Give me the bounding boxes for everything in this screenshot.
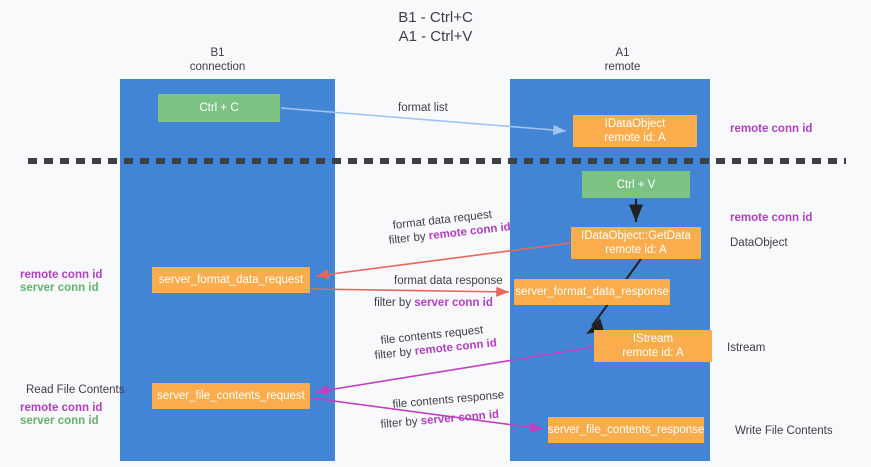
arrow-format-data-response bbox=[310, 286, 510, 297]
node-server-format-data-request[interactable]: server_format_data_request bbox=[152, 267, 310, 293]
node-getdata-line1: IDataObject::GetData bbox=[581, 230, 691, 242]
node-idataobject-line1: IDataObject bbox=[604, 118, 666, 130]
page-title: B1 - Ctrl+C A1 - Ctrl+V bbox=[0, 8, 871, 46]
side-label-write-file-contents: Write File Contents bbox=[735, 425, 833, 437]
node-server-file-contents-request[interactable]: server_file_contents_request bbox=[152, 383, 310, 409]
node-ctrl-c[interactable]: Ctrl + C bbox=[158, 94, 280, 122]
node-getdata-line2: remote id: A bbox=[605, 244, 667, 256]
column-header-a1-name: A1 bbox=[615, 47, 630, 59]
phase-divider bbox=[28, 158, 846, 164]
side-label-remote-conn-id-left-bottom: remote conn id bbox=[20, 402, 103, 414]
filter-by-prefix-1: filter by bbox=[388, 230, 430, 247]
node-istream[interactable]: IStream remote id: A bbox=[594, 330, 712, 362]
side-label-read-file-contents: Read File Contents bbox=[26, 384, 125, 396]
column-header-b1-name: B1 bbox=[210, 47, 225, 59]
filter-by-prefix-3: filter by bbox=[374, 345, 416, 362]
column-header-b1-sub: connection bbox=[189, 61, 246, 73]
node-ctrl-v[interactable]: Ctrl + V bbox=[582, 171, 690, 198]
side-label-istream: Istream bbox=[727, 342, 766, 354]
side-label-remote-conn-id-left-mid: remote conn id bbox=[20, 269, 103, 281]
label-format-list: format list bbox=[398, 102, 448, 114]
title-line-2: A1 - Ctrl+V bbox=[398, 28, 473, 45]
side-label-server-conn-id-left-bottom: server conn id bbox=[20, 415, 99, 427]
node-istream-line1: IStream bbox=[632, 333, 674, 345]
column-header-a1-sub: remote bbox=[604, 61, 641, 73]
filter-by-prefix-4: filter by bbox=[380, 415, 422, 431]
side-label-server-conn-id-left-mid: server conn id bbox=[20, 282, 99, 294]
label-filter-by-server-conn-id-format: filter by server conn id bbox=[374, 296, 493, 311]
node-server-file-contents-response[interactable]: server_file_contents_response bbox=[548, 417, 704, 443]
side-label-remote-conn-id-top: remote conn id bbox=[730, 123, 813, 135]
server-conn-id-emph-2: server conn id bbox=[420, 408, 500, 428]
filter-by-prefix-2: filter by bbox=[374, 297, 415, 309]
side-label-remote-conn-id-mid: remote conn id bbox=[730, 212, 813, 224]
label-format-data-response: format data response bbox=[394, 275, 503, 287]
node-idataobject-line2: remote id: A bbox=[604, 132, 666, 144]
node-idataobject[interactable]: IDataObject remote id: A bbox=[573, 115, 697, 147]
side-label-dataobject: DataObject bbox=[730, 237, 788, 249]
node-istream-line2: remote id: A bbox=[622, 347, 684, 359]
column-header-b1: B1 connection bbox=[150, 46, 285, 74]
column-header-a1: A1 remote bbox=[555, 46, 690, 74]
node-server-format-data-response[interactable]: server_format_data_response bbox=[514, 279, 670, 305]
node-idataobject-getdata[interactable]: IDataObject::GetData remote id: A bbox=[571, 227, 701, 259]
title-line-1: B1 - Ctrl+C bbox=[398, 9, 473, 26]
server-conn-id-emph-1: server conn id bbox=[414, 297, 493, 309]
